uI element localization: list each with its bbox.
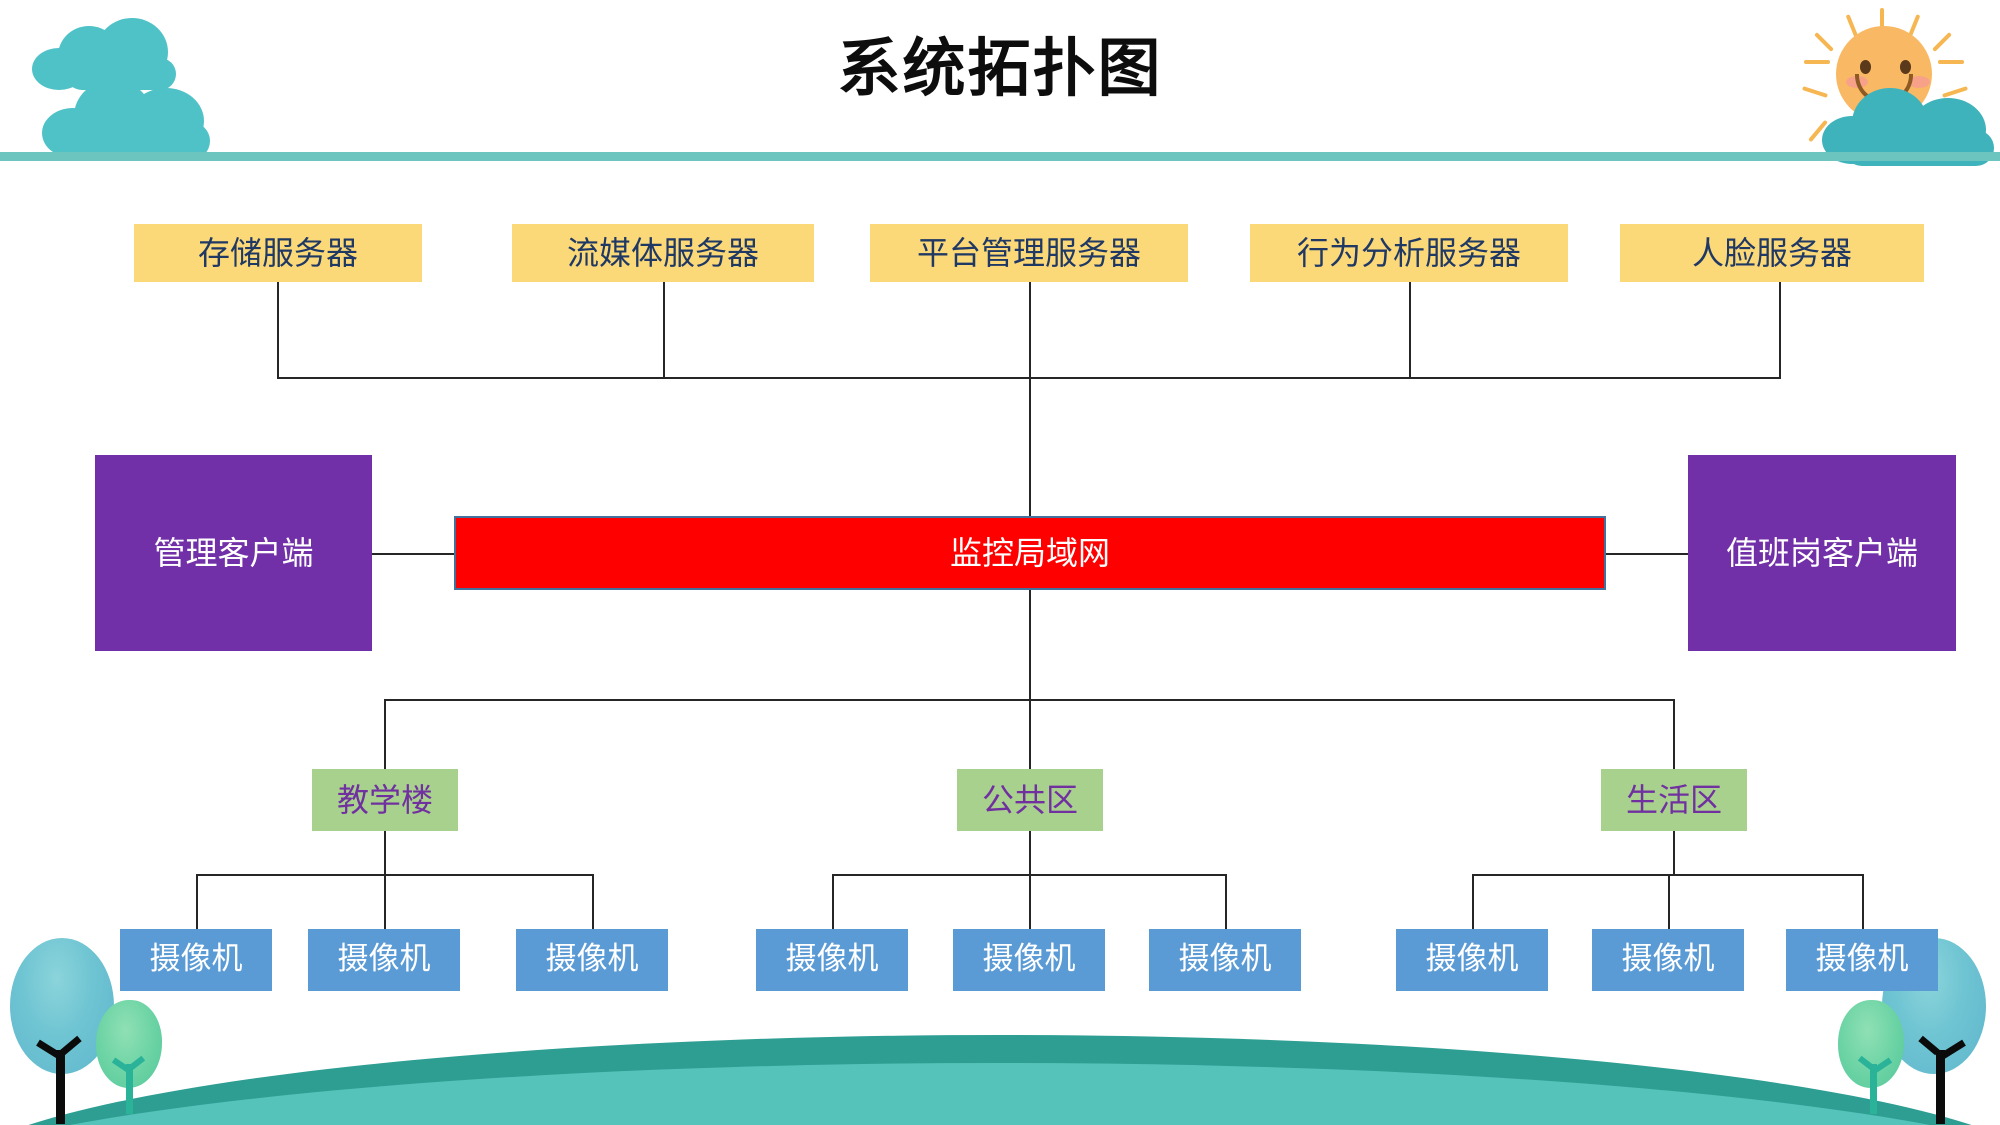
node-zone-living-area[interactable]: 生活区: [1601, 769, 1747, 831]
connector-cam-3-3-drop: [1862, 874, 1864, 930]
node-camera-teaching-1[interactable]: 摄像机: [120, 929, 272, 991]
tree-bottom-right-small: [1828, 1000, 1908, 1120]
node-camera-teaching-2[interactable]: 摄像机: [308, 929, 460, 991]
connector-lan-to-zonebus: [1029, 590, 1031, 700]
connector-zone-3-to-cambus: [1673, 830, 1675, 875]
tree-bottom-left-small: [96, 1000, 176, 1120]
node-camera-public-2[interactable]: 摄像机: [953, 929, 1105, 991]
connector-cam-1-3-drop: [592, 874, 594, 930]
connector-cam-2-3-drop: [1225, 874, 1227, 930]
node-zone-teaching-building[interactable]: 教学楼: [312, 769, 458, 831]
connector-cam-3-1-drop: [1472, 874, 1474, 930]
node-camera-teaching-3[interactable]: 摄像机: [516, 929, 668, 991]
node-camera-public-1[interactable]: 摄像机: [756, 929, 908, 991]
node-camera-living-2[interactable]: 摄像机: [1592, 929, 1744, 991]
connector-cam-bus-1: [196, 874, 593, 876]
node-client-management[interactable]: 管理客户端: [95, 455, 372, 651]
connector-cam-2-1-drop: [832, 874, 834, 930]
node-server-face[interactable]: 人脸服务器: [1620, 224, 1924, 282]
cloud-top-left-small: [32, 18, 192, 90]
page-title: 系统拓扑图: [837, 32, 1163, 105]
connector-server-3-drop: [1029, 238, 1031, 378]
connector-cam-bus-3: [1472, 874, 1863, 876]
node-zone-public-area[interactable]: 公共区: [957, 769, 1103, 831]
connector-cam-1-2-drop: [384, 874, 386, 930]
connector-bus-to-lan: [1029, 377, 1031, 517]
node-camera-living-1[interactable]: 摄像机: [1396, 929, 1548, 991]
node-client-dutypost[interactable]: 值班岗客户端: [1688, 455, 1956, 651]
connector-server-1-drop: [277, 238, 279, 378]
node-server-streaming[interactable]: 流媒体服务器: [512, 224, 814, 282]
node-camera-public-3[interactable]: 摄像机: [1149, 929, 1301, 991]
connector-cam-2-2-drop: [1029, 874, 1031, 930]
node-monitoring-lan[interactable]: 监控局域网: [454, 516, 1606, 590]
connector-zone-1-drop: [384, 699, 386, 769]
connector-zone-3-drop: [1673, 699, 1675, 769]
connector-server-4-drop: [1409, 238, 1411, 378]
connector-cam-3-2-drop: [1668, 874, 1670, 930]
node-camera-living-3[interactable]: 摄像机: [1786, 929, 1938, 991]
connector-server-5-drop: [1779, 238, 1781, 378]
header-divider: [0, 152, 2000, 161]
node-server-storage[interactable]: 存储服务器: [134, 224, 422, 282]
connector-lan-to-left-client: [364, 553, 454, 555]
connector-server-2-drop: [663, 238, 665, 378]
connector-cam-1-1-drop: [196, 874, 198, 930]
node-server-behavior[interactable]: 行为分析服务器: [1250, 224, 1568, 282]
node-server-platform[interactable]: 平台管理服务器: [870, 224, 1188, 282]
connector-lan-to-right-client: [1606, 553, 1696, 555]
connector-zone-2-drop: [1029, 699, 1031, 769]
connector-zone-1-to-cambus: [384, 830, 386, 875]
connector-zone-2-to-cambus: [1029, 830, 1031, 875]
